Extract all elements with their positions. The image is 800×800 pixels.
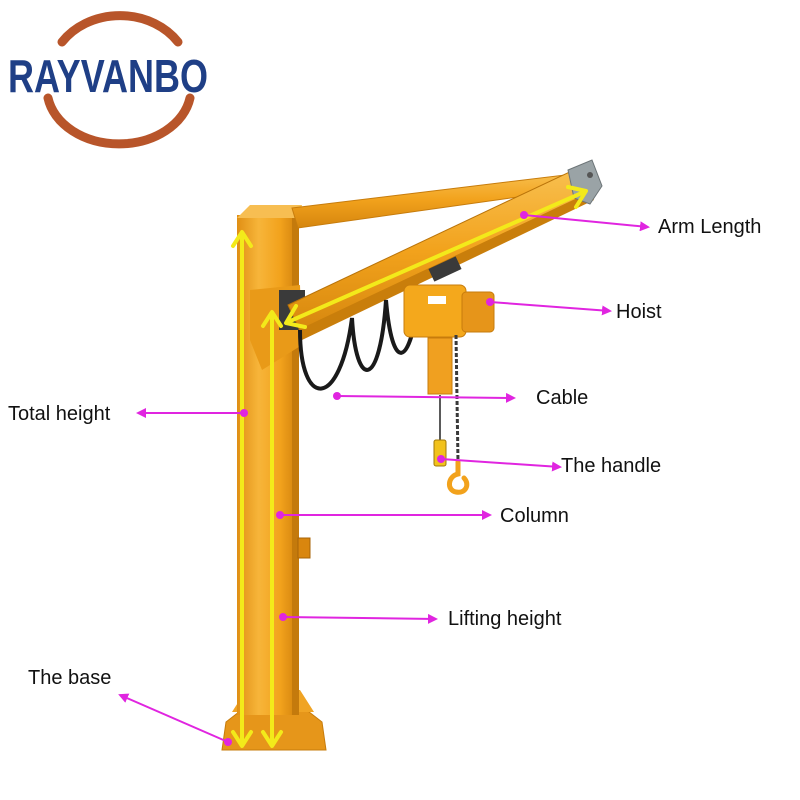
hoist-motor bbox=[403, 284, 467, 338]
callout-labels: Arm Length Hoist Cable The handle Column… bbox=[8, 216, 761, 689]
hoist-chain bbox=[454, 334, 460, 463]
festoon-cable bbox=[298, 289, 422, 391]
lifting-height-arrow-top bbox=[261, 310, 283, 328]
arm-length-arrow-end bbox=[566, 185, 588, 209]
logo-brand-text: RAYVANBO bbox=[8, 50, 208, 102]
hoist-nameplate bbox=[428, 296, 446, 304]
callout-dot-arm-length bbox=[520, 211, 528, 219]
callout-dot-the-handle bbox=[437, 455, 445, 463]
callout-dot-column bbox=[276, 511, 284, 519]
hoist-chain-bag bbox=[427, 337, 453, 395]
crane-arm-end-cap bbox=[567, 159, 603, 205]
jib-crane bbox=[221, 159, 603, 751]
callout-lines bbox=[118, 214, 650, 743]
hoist-gearbox bbox=[461, 291, 495, 333]
callout-dot-cable bbox=[333, 392, 341, 400]
rayvanbo-logo: RAYVANBO bbox=[8, 11, 208, 149]
callout-dot-lifting-height bbox=[279, 613, 287, 621]
callout-line-cable bbox=[336, 392, 516, 403]
callout-dot-total-height bbox=[240, 409, 248, 417]
arm-length-dimension bbox=[286, 190, 586, 324]
electric-chain-hoist bbox=[403, 284, 495, 495]
total-height-arrow-top bbox=[231, 230, 253, 248]
label-the-handle: The handle bbox=[561, 455, 661, 477]
crane-column-junction-box bbox=[297, 537, 311, 559]
callout-line-the-base bbox=[118, 693, 229, 743]
callout-line-lifting-height bbox=[282, 613, 438, 624]
label-cable: Cable bbox=[536, 387, 588, 409]
hoist-trolley bbox=[428, 256, 462, 282]
callout-dot-hoist bbox=[486, 298, 494, 306]
callout-line-the-handle bbox=[440, 458, 562, 472]
hoist-hook bbox=[447, 459, 470, 495]
logo-arc-top bbox=[57, 11, 183, 47]
arm-length-arrow-start bbox=[284, 304, 307, 329]
label-arm-length: Arm Length bbox=[658, 216, 761, 238]
dimension-arrows bbox=[231, 185, 588, 748]
callout-dots bbox=[224, 211, 528, 746]
total-height-arrow-bottom bbox=[231, 730, 253, 748]
callout-line-arm-length bbox=[523, 214, 650, 232]
lifting-height-arrow-bottom bbox=[261, 730, 283, 748]
label-the-base: The base bbox=[28, 667, 111, 689]
crane-column-top bbox=[237, 205, 302, 218]
crane-arm-end-bolt bbox=[587, 172, 593, 178]
logo-arc-bottom bbox=[43, 93, 195, 149]
callout-dot-the-base bbox=[224, 738, 232, 746]
label-hoist: Hoist bbox=[616, 301, 662, 323]
label-column: Column bbox=[500, 505, 569, 527]
label-total-height: Total height bbox=[8, 403, 111, 425]
callout-line-hoist bbox=[489, 301, 612, 316]
label-lifting-height: Lifting height bbox=[448, 608, 562, 630]
crane-column-edge bbox=[292, 215, 299, 715]
